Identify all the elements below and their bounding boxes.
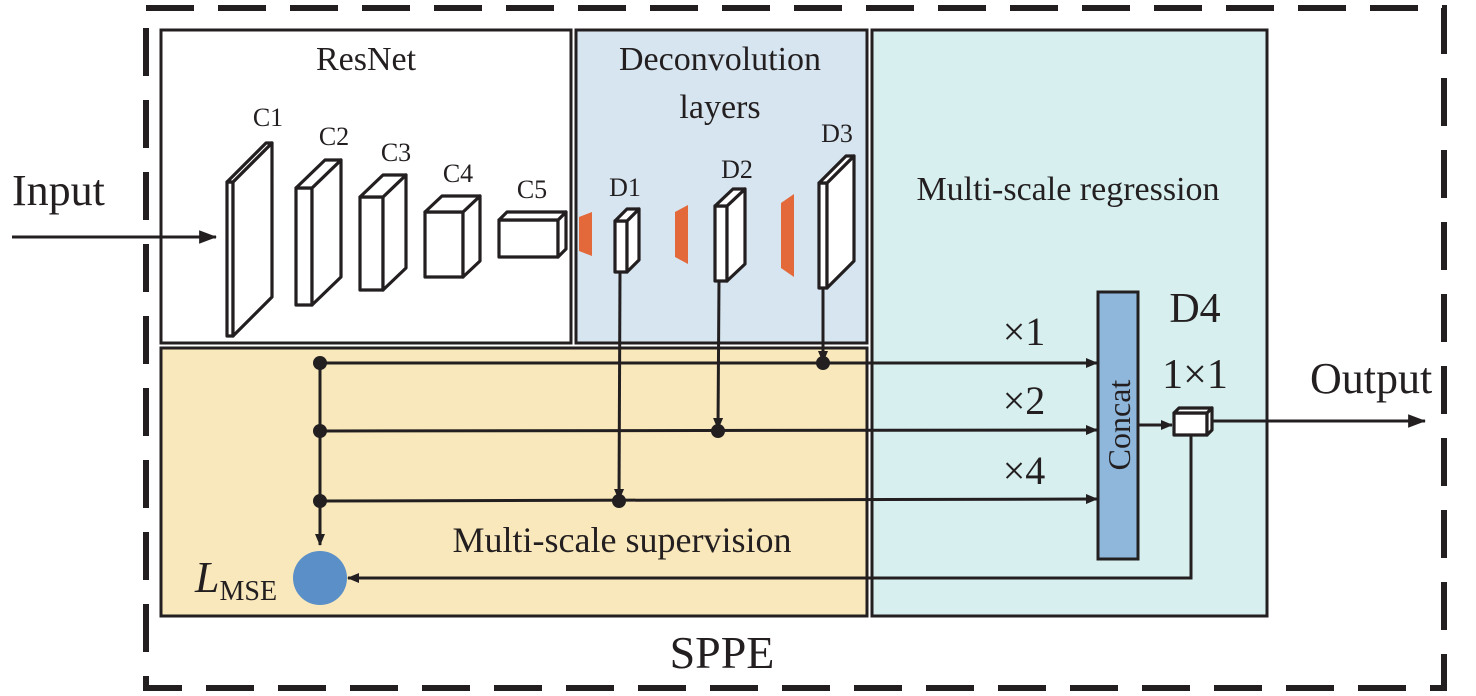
output-label: Output — [1310, 354, 1432, 403]
label-d2: D2 — [721, 155, 753, 184]
layer-d1 — [613, 207, 641, 274]
deconv-title-line1: Deconvolution — [619, 41, 821, 78]
deconv-block-2 — [675, 205, 688, 264]
layer-c3 — [358, 173, 408, 292]
scale-label-2: ×2 — [1003, 378, 1046, 423]
layer-d3 — [817, 154, 856, 290]
concat-label: Concat — [1101, 380, 1137, 471]
deconv-title-line2: layers — [679, 89, 760, 126]
scale-4-connector — [319, 494, 1098, 505]
junction-dot — [711, 424, 725, 438]
d4-label: D4 — [1169, 286, 1220, 332]
label-c4: C4 — [443, 159, 473, 188]
junction-dot — [313, 356, 327, 370]
supervision-title: Multi-scale supervision — [453, 520, 792, 560]
scale-label-1: ×1 — [1003, 309, 1046, 354]
label-d1: D1 — [609, 173, 641, 202]
junction-dot — [612, 494, 626, 508]
deconv-block-1 — [579, 212, 592, 256]
layer-d2 — [713, 187, 747, 283]
loss-symbol: LMSE — [194, 553, 277, 607]
label-d3: D3 — [821, 119, 853, 148]
label-c2: C2 — [319, 122, 349, 151]
resnet-title: ResNet — [316, 41, 417, 78]
scale-2-connector — [319, 425, 1098, 436]
feedback-to-loss-arrow — [347, 435, 1193, 583]
sppe-boundary — [143, 5, 1447, 691]
conv-1x1-label: 1×1 — [1162, 352, 1228, 398]
d1-drop-arrow — [614, 271, 625, 501]
deconv-block-3 — [781, 194, 794, 277]
regression-panel — [870, 28, 1269, 618]
junction-dot — [816, 356, 830, 370]
regression-title: Multi-scale regression — [916, 171, 1219, 208]
d2-drop-arrow — [713, 280, 724, 430]
supervision-panel — [159, 346, 869, 618]
input-label: Input — [12, 166, 105, 215]
scale-label-4: ×4 — [1003, 448, 1046, 493]
layer-c2 — [294, 158, 343, 307]
layer-c4 — [423, 194, 482, 279]
junction-dot — [313, 424, 327, 438]
junction-dot — [313, 494, 327, 508]
mse-loss-node — [293, 551, 347, 605]
layer-c1 — [225, 141, 274, 338]
label-c3: C3 — [381, 138, 411, 167]
layer-c5 — [497, 210, 568, 259]
label-c5: C5 — [517, 175, 547, 204]
sppe-label: SPPE — [670, 627, 775, 678]
label-c1: C1 — [253, 103, 283, 132]
layer-d4 — [1172, 406, 1214, 437]
